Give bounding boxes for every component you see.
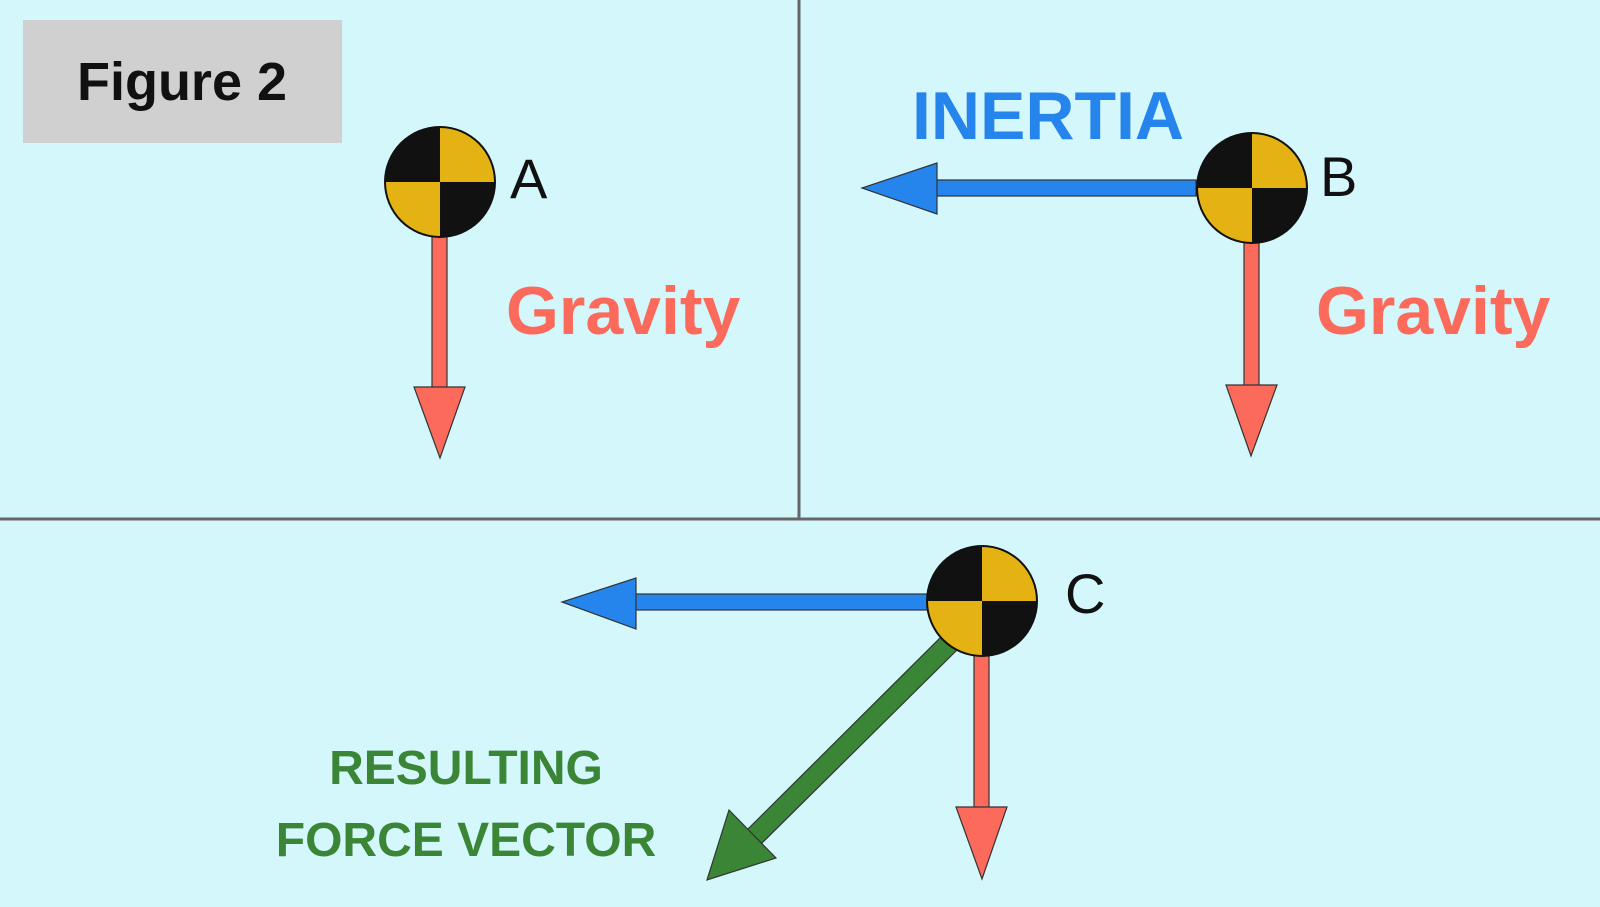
gravity-head-b: [1225, 384, 1278, 458]
gravity-shaft-c: [973, 649, 990, 811]
panel-a: A Gravity: [384, 126, 741, 460]
gravity-head-c: [955, 806, 1008, 881]
crash-test-target-icon: [1196, 132, 1308, 244]
marker-label-a: A: [510, 147, 548, 210]
figure-label-background: [23, 20, 342, 143]
resultant-head-c: [706, 808, 778, 881]
inertia-shaft-c: [633, 593, 937, 611]
inertia-arrow-b: [860, 162, 1197, 215]
marker-label-c: C: [1065, 562, 1105, 625]
gravity-shaft-b: [1243, 239, 1260, 389]
gravity-arrow-c: [955, 649, 1008, 881]
panel-c: C RESULTING FORCE VECTOR: [276, 545, 1105, 881]
crash-test-target-icon: [384, 126, 496, 238]
crash-test-target-icon: [926, 545, 1038, 657]
inertia-shaft-b: [933, 179, 1197, 197]
inertia-label-b: INERTIA: [912, 78, 1184, 154]
inertia-head-c: [560, 577, 637, 630]
resultant-label-line1: RESULTING: [329, 742, 603, 795]
gravity-label-b: Gravity: [1316, 273, 1551, 349]
gravity-shaft-a: [431, 234, 448, 390]
resultant-label-line2: FORCE VECTOR: [276, 814, 656, 867]
inertia-arrow-c: [560, 577, 937, 630]
panel-b: INERTIA B Gravity: [860, 78, 1551, 458]
inertia-head-b: [860, 162, 938, 215]
figure-label-box: Figure 2: [23, 20, 342, 143]
gravity-arrow-a: [413, 234, 466, 460]
figure-label: Figure 2: [77, 52, 287, 112]
gravity-head-a: [413, 386, 466, 460]
marker-label-b: B: [1320, 145, 1357, 208]
gravity-label-a: Gravity: [506, 273, 741, 349]
